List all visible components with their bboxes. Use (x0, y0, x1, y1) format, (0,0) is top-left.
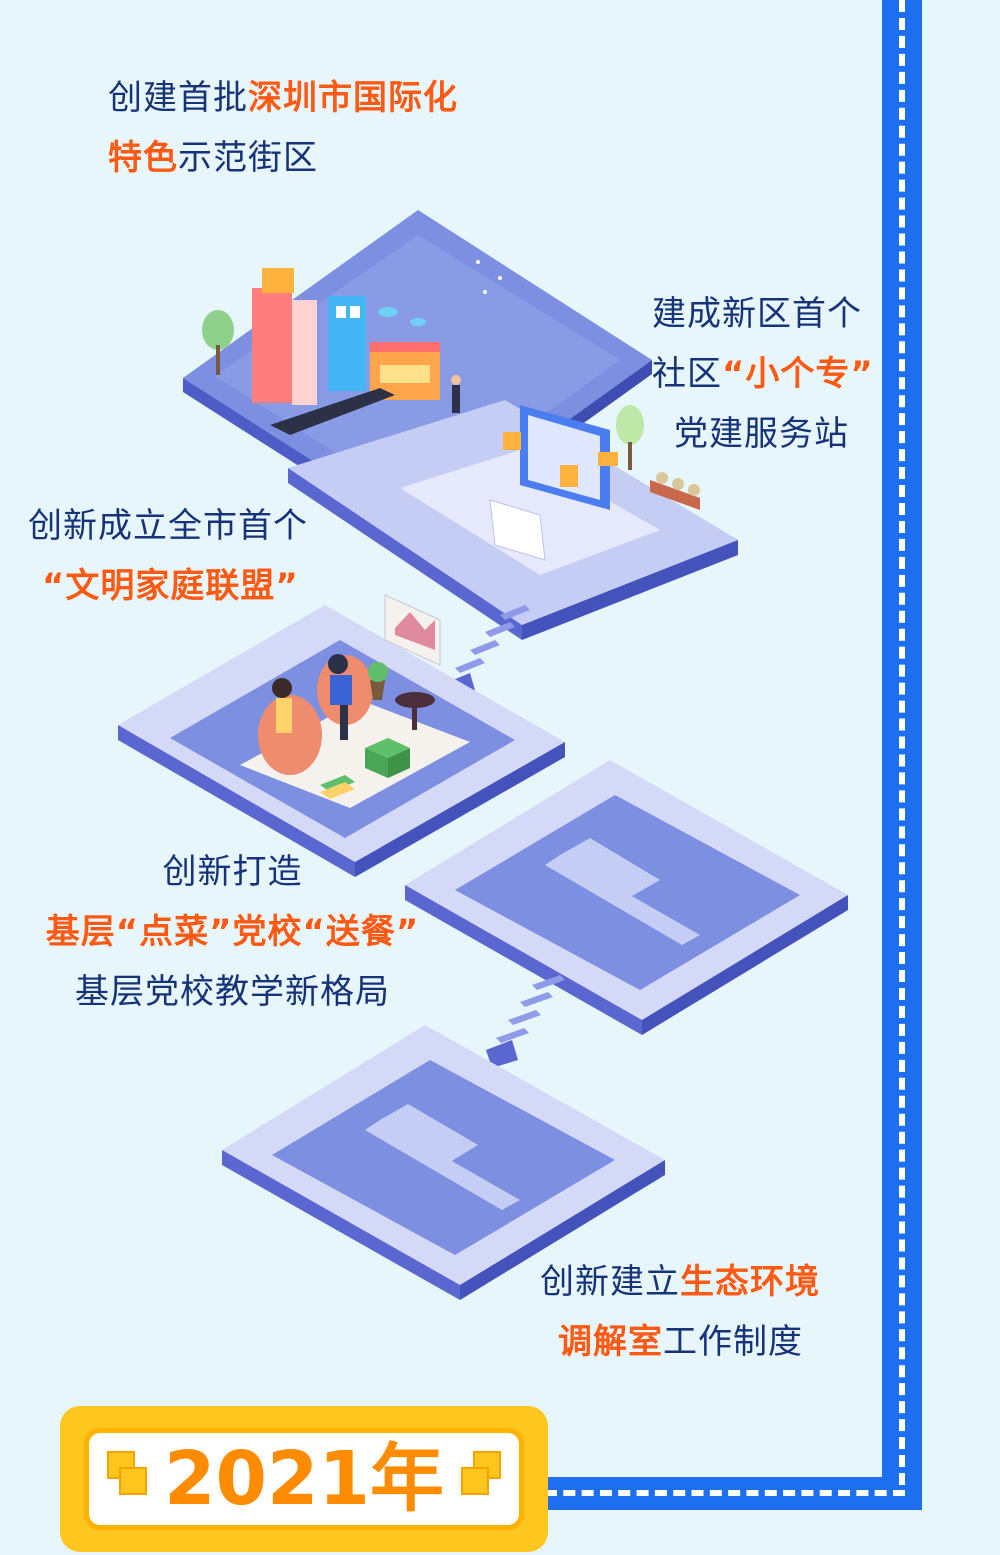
item-2-line-3-part-1: 党建服务站 (674, 414, 849, 454)
year-label: 2021年 (164, 1436, 444, 1522)
item-5-line-1: 创新建立生态环境 (540, 1252, 820, 1312)
platform-5 (222, 1025, 665, 1300)
item-1-line-2-part-2: 示范街区 (178, 138, 318, 178)
platform-station (288, 400, 738, 640)
item-1-text: 创建首批深圳市国际化 特色示范街区 (108, 68, 458, 188)
item-4-line-1: 创新打造 (40, 842, 425, 902)
item-3-line-1: 创新成立全市首个 (28, 496, 308, 556)
item-1-line-2-highlight: 特色 (108, 138, 178, 178)
item-2-line-2-part-1: 社区 (652, 354, 722, 394)
item-2-text: 建成新区首个 社区“小个专” 党建服务站 (652, 284, 874, 464)
item-1-line-2: 特色示范街区 (108, 128, 458, 188)
item-3-text: 创新成立全市首个 “文明家庭联盟” (28, 496, 308, 616)
decor-square-left-front (119, 1467, 147, 1495)
platform-family (118, 594, 565, 877)
item-4-line-1-part-1: 创新打造 (162, 852, 303, 892)
item-4-line-2: 基层“点菜”党校“送餐” (40, 902, 425, 962)
item-4-text: 创新打造 基层“点菜”党校“送餐” 基层党校教学新格局 (40, 842, 425, 1022)
year-badge: 2021年 (60, 1406, 548, 1552)
item-4-line-3: 基层党校教学新格局 (40, 962, 425, 1022)
item-2-line-1: 建成新区首个 (652, 284, 874, 344)
item-5-line-1-highlight: 生态环境 (680, 1262, 820, 1302)
item-2-line-2: 社区“小个专” (652, 344, 874, 404)
item-2-line-2-highlight: “小个专” (722, 354, 874, 394)
item-5-line-2-part-2: 工作制度 (663, 1322, 803, 1362)
item-3-line-1-part-1: 创新成立全市首个 (28, 506, 308, 546)
platform-4 (405, 760, 848, 1035)
item-1-line-1: 创建首批深圳市国际化 (108, 68, 458, 128)
decor-square-right-front (461, 1467, 489, 1495)
item-1-line-1-highlight: 深圳市国际化 (248, 78, 458, 118)
item-2-line-3: 党建服务站 (652, 404, 874, 464)
item-5-line-1-part-1: 创新建立 (540, 1262, 680, 1302)
frame-dash-horizontal (545, 1490, 905, 1496)
item-4-line-2-highlight: 基层“点菜”党校“送餐” (45, 912, 420, 952)
frame-dash-vertical (899, 0, 905, 1485)
item-1-line-1-part-1: 创建首批 (108, 78, 248, 118)
stairs-2 (486, 975, 565, 1068)
item-2-line-1-part-1: 建成新区首个 (652, 294, 862, 334)
item-5-text: 创新建立生态环境 调解室工作制度 (540, 1252, 820, 1372)
item-5-line-2: 调解室工作制度 (540, 1312, 820, 1372)
year-badge-inner: 2021年 (84, 1428, 524, 1530)
item-4-line-3-part-1: 基层党校教学新格局 (75, 972, 390, 1012)
item-3-line-2: “文明家庭联盟” (28, 556, 308, 616)
item-3-line-2-highlight: “文明家庭联盟” (42, 566, 299, 606)
item-5-line-2-highlight: 调解室 (558, 1322, 663, 1362)
